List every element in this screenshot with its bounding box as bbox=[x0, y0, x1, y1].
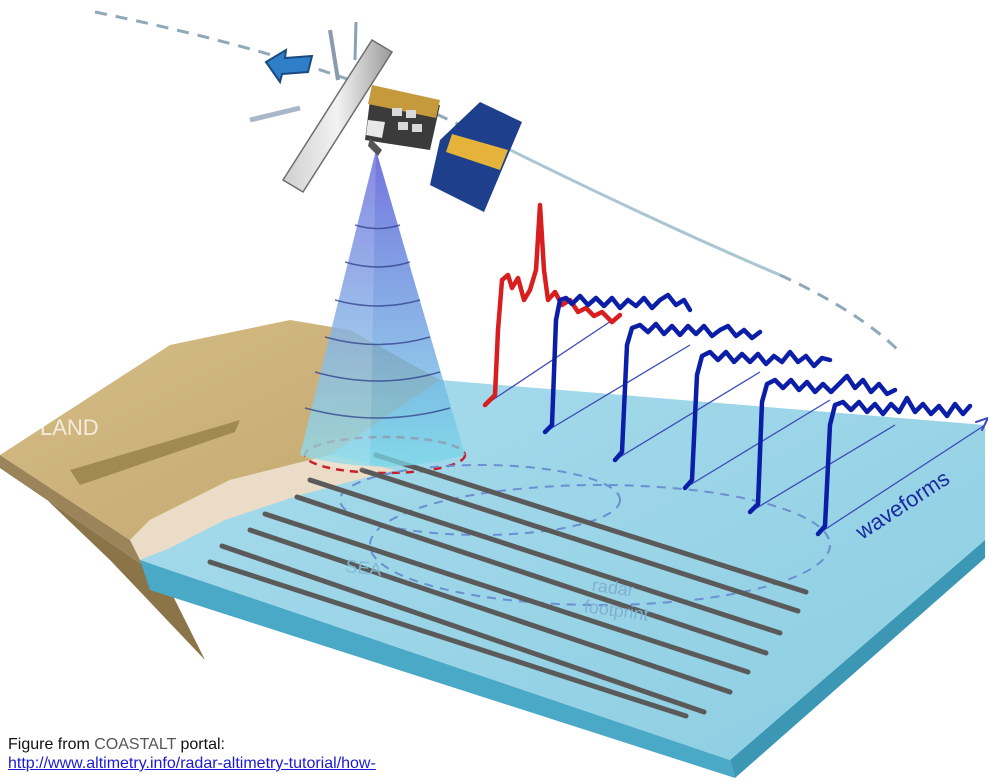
waveform-sea bbox=[612, 321, 763, 463]
waveform-sea bbox=[542, 292, 693, 435]
waveform-sea bbox=[747, 373, 898, 515]
waveform-sea bbox=[682, 349, 833, 491]
ground-track bbox=[307, 477, 783, 636]
sea-label: SEA bbox=[345, 556, 383, 580]
radar-beam bbox=[300, 150, 465, 470]
ground-track bbox=[359, 467, 801, 614]
waveform-sea bbox=[815, 395, 973, 537]
caption-line1: Figure from COASTALT portal: bbox=[8, 735, 376, 754]
waveform-land bbox=[482, 202, 623, 408]
ground-track bbox=[219, 543, 707, 715]
satellite-icon bbox=[249, 21, 522, 212]
caption-portal: COASTALT bbox=[94, 736, 177, 753]
caption-prefix: Figure from bbox=[8, 736, 95, 753]
land-label: LAND bbox=[40, 415, 99, 440]
ground-tracks bbox=[207, 452, 809, 719]
caption-link[interactable]: http://www.altimetry.info/radar-altimetr… bbox=[8, 755, 376, 772]
orbit-path bbox=[94, 10, 902, 354]
waveform-axes bbox=[484, 314, 986, 535]
ground-track bbox=[294, 494, 769, 656]
arrow-icon bbox=[264, 48, 314, 85]
ground-track bbox=[247, 527, 733, 695]
caption-suffix: portal: bbox=[176, 736, 225, 753]
ground-track bbox=[262, 511, 751, 675]
ground-track bbox=[373, 452, 809, 595]
figure-caption: Figure from COASTALT portal: http://www.… bbox=[8, 735, 376, 773]
waveforms bbox=[482, 202, 988, 537]
ground-track bbox=[207, 559, 689, 719]
